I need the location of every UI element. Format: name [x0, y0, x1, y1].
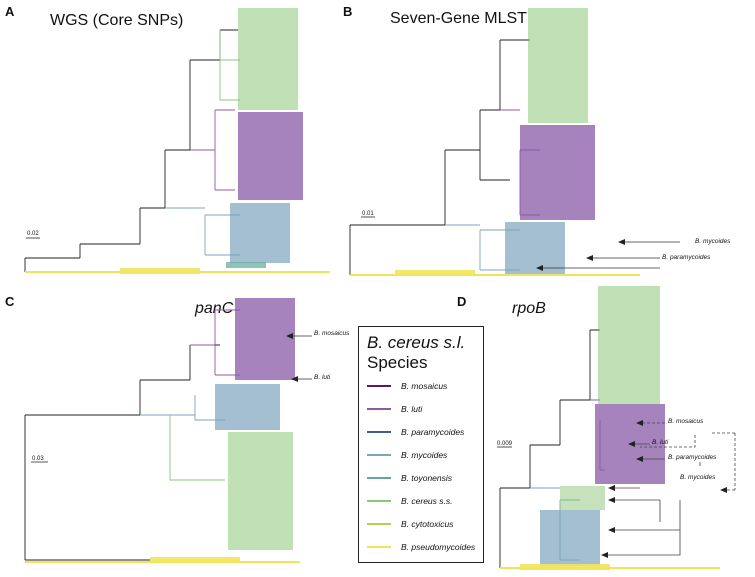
legend-label: B. mosaicus [401, 381, 448, 391]
panel-b-annotation-mycoides: B. mycoides [695, 238, 731, 245]
panel-c-letter: C [5, 294, 15, 309]
legend-swatch [367, 408, 391, 410]
species-legend: B. cereus s.l. Species B. mosaicus B. lu… [358, 326, 484, 563]
legend-title: B. cereus s.l. Species [367, 333, 465, 373]
legend-swatch [367, 477, 391, 479]
legend-swatch [367, 454, 391, 456]
panel-c-tree [24, 298, 300, 563]
legend-label: B. luti [401, 404, 423, 414]
panel-b-annotation-paramycoides: B. paramycoides [662, 254, 711, 261]
legend-swatch [367, 523, 391, 525]
panel-c-scale-label: 0.03 [32, 456, 44, 462]
legend-label: B. paramycoides [401, 427, 465, 437]
panel-b-tree [349, 8, 640, 276]
legend-item: B. luti [367, 402, 422, 416]
panel-a-scale-label: 0.02 [27, 231, 39, 237]
panel-d-annotation-paramycoides: B. paramycoides [668, 454, 717, 461]
legend-swatch [367, 500, 391, 502]
legend-swatch [367, 385, 391, 387]
panel-d-scale-label: 0.009 [497, 441, 513, 447]
legend-item: B. mosaicus [367, 379, 447, 393]
legend-item: B. paramycoides [367, 425, 464, 439]
panel-d-letter: D [457, 294, 467, 309]
panel-d-annotation-mosaicus: B. mosaicus [668, 418, 704, 425]
panel-d-annotation-arrows [605, 422, 736, 556]
legend-title-line1: B. cereus s.l. [367, 333, 466, 352]
legend-item: B. pseudomycoides [367, 540, 475, 554]
panel-d-annotation-mycoides: B. mycoides [680, 474, 716, 481]
legend-label: B. cytotoxicus [401, 519, 454, 529]
panel-c-title: panC [195, 300, 234, 317]
legend-title-line2: Species [367, 353, 428, 372]
legend-label: B. pseudomycoides [401, 542, 476, 552]
panel-a-tree [24, 8, 330, 274]
legend-label: B. mycoides [401, 450, 448, 460]
legend-label: B. cereus s.s. [401, 496, 453, 506]
legend-item: B. cytotoxicus [367, 517, 453, 531]
panel-a-letter: A [5, 4, 15, 19]
panel-a-title: WGS (Core SNPs) [50, 12, 184, 29]
panel-d-annotation-luti: B. luti [652, 439, 669, 446]
legend-item: B. toyonensis [367, 471, 452, 485]
panel-b-scale-label: 0.01 [362, 211, 374, 217]
panel-d-tree [499, 286, 720, 570]
panel-b-title: Seven-Gene MLST [390, 10, 527, 27]
panel-c-annotation-luti: B. luti [314, 374, 331, 381]
panel-c-annotation-mosaicus: B. mosaicus [314, 330, 350, 337]
legend-swatch [367, 431, 391, 433]
legend-label: B. toyonensis [401, 473, 453, 483]
panel-b-mycoides-label-box [680, 236, 681, 237]
legend-swatch [367, 546, 391, 548]
panel-d-title: rpoB [512, 300, 546, 317]
panel-b-letter: B [343, 4, 353, 19]
legend-item: B. cereus s.s. [367, 494, 453, 508]
legend-item: B. mycoides [367, 448, 447, 462]
panel-d-arrowheads [601, 420, 727, 558]
panel-b-annotation-arrows [536, 239, 680, 271]
panel-c-annotation-arrows [286, 333, 312, 382]
